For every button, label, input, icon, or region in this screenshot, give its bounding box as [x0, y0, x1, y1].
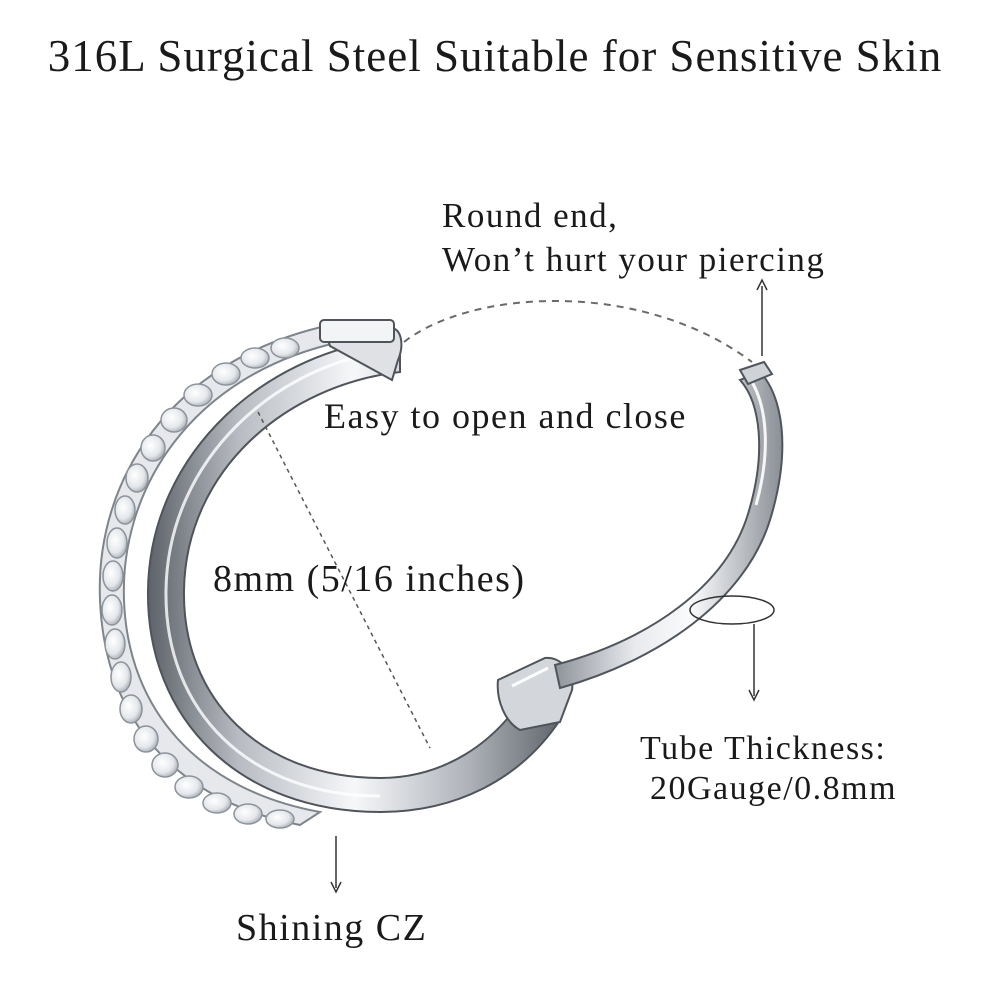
hoop-top-end	[319, 319, 403, 382]
hinge	[496, 656, 574, 732]
tube-thickness-callout: Tube Thickness: 20Gauge/0.8mm	[640, 729, 897, 809]
tube-thickness-label: Tube Thickness:	[640, 730, 887, 767]
thickness-indicator	[689, 595, 775, 702]
cz-stones	[98, 323, 342, 829]
opening-path-dashed	[403, 300, 753, 363]
tube-thickness-value: 20Gauge/0.8mm	[650, 770, 898, 807]
stones-callout: Shining CZ	[236, 907, 428, 949]
size-callout: 8mm (5/16 inches)	[213, 558, 526, 600]
hinged-tube	[553, 360, 784, 690]
round-end-callout: Round end, Won’t hurt your piercing	[442, 194, 825, 282]
round-end-line2: Won’t hurt your piercing	[442, 240, 826, 279]
diameter-line	[257, 411, 431, 749]
easy-open-callout: Easy to open and close	[324, 396, 687, 436]
cz-pointer	[330, 836, 342, 894]
page-title: 316L Surgical Steel Suitable for Sensiti…	[47, 31, 943, 81]
round-end-pointer	[756, 278, 768, 356]
round-end-line1: Round end,	[442, 196, 619, 235]
